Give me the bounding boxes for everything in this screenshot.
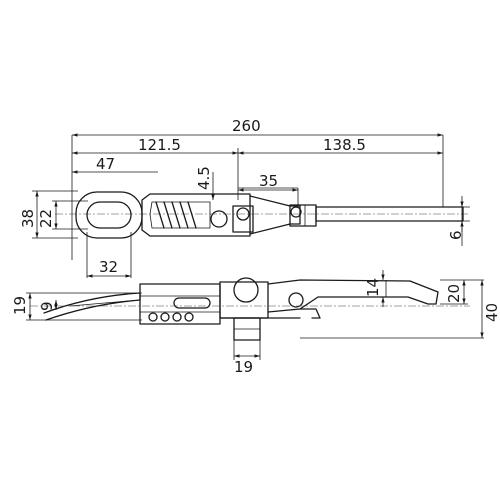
dim-eye-width: 32 [99,258,118,276]
dim-from-center: 138.5 [323,136,366,154]
dim-total-height: 40 [483,303,500,322]
dim-hinge-span: 35 [259,172,278,190]
dim-eye-height: 38 [19,209,37,228]
dim-eye-slot-height: 22 [37,209,55,228]
dim-handle-height: 20 [445,284,463,303]
dim-to-center: 121.5 [138,136,181,154]
dim-slot-offset: 4.5 [195,166,213,190]
dim-overall-length: 260 [232,117,261,135]
side-view [26,277,484,360]
handle [267,279,439,313]
dim-side-height: 19 [11,296,29,315]
dim-eye-offset: 47 [96,155,115,173]
dim-base-width: 19 [234,358,253,376]
latch-body [141,193,251,237]
dim-hook-height: 14 [364,278,382,297]
rod [315,206,464,222]
side-slot [173,297,211,309]
spring [155,201,197,229]
eye-loop [75,191,143,239]
side-hinge [233,277,259,303]
side-body [139,283,221,325]
tail-lever [43,292,141,321]
pin-hole [210,210,228,228]
dim-rod-diameter: 6 [447,230,465,240]
dim-side-thickness: 9 [38,301,56,311]
